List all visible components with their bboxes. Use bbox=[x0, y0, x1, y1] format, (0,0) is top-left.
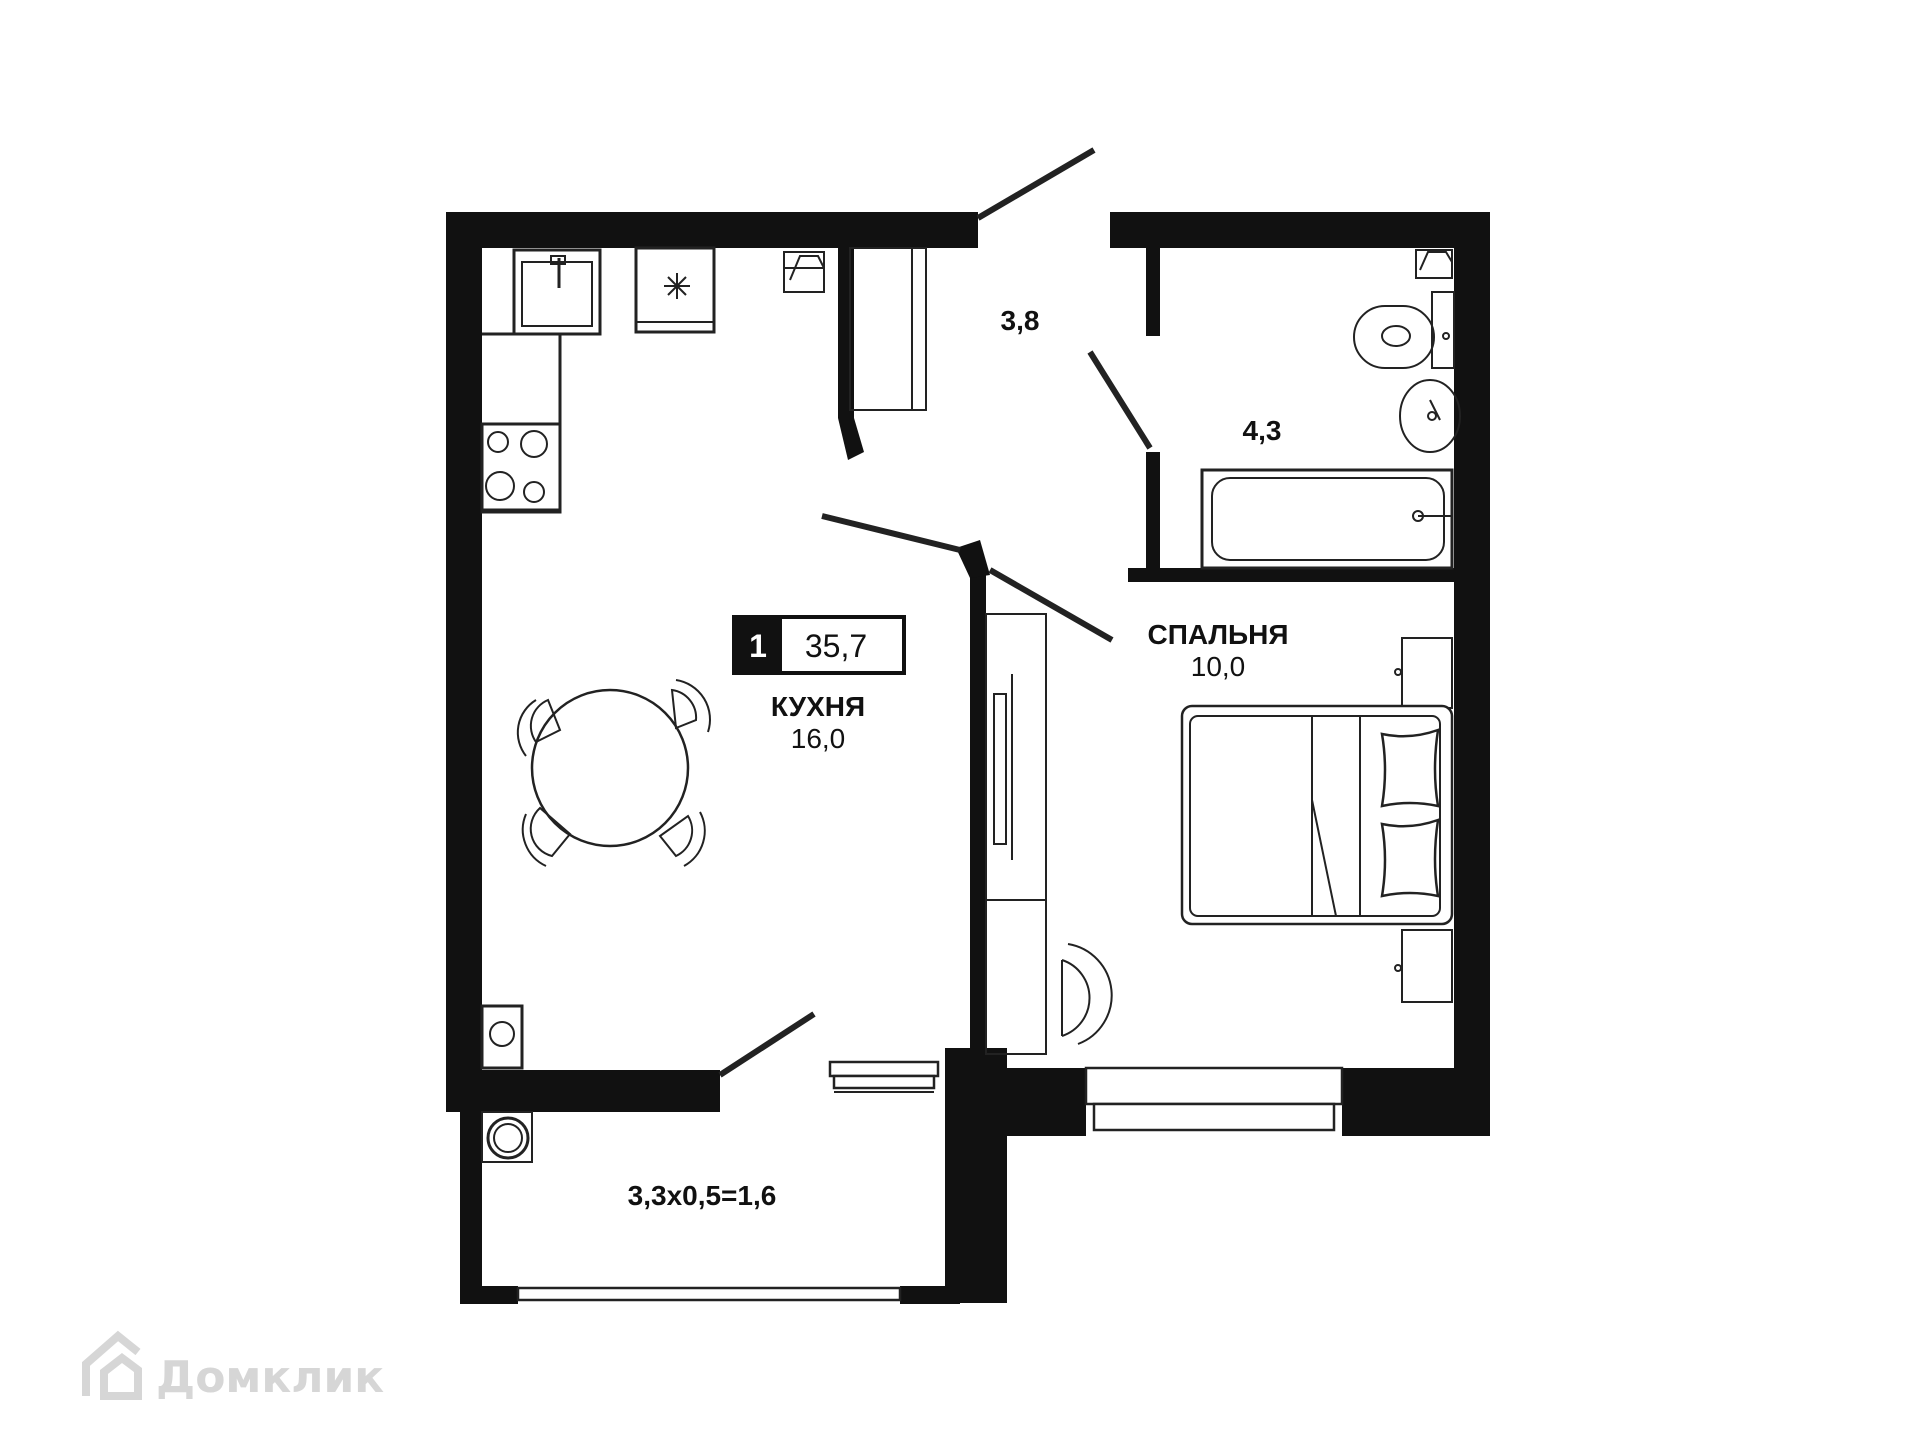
watermark: Домклик bbox=[82, 1330, 384, 1403]
stove bbox=[480, 422, 562, 514]
bedroom-name: СПАЛЬНЯ bbox=[1147, 619, 1288, 650]
balcony-door bbox=[718, 1011, 816, 1078]
rooms-count: 1 bbox=[749, 628, 767, 664]
balcony-appliance bbox=[486, 1116, 530, 1160]
kitchen-name: КУХНЯ bbox=[771, 691, 865, 722]
kitchen-area: 16,0 bbox=[791, 723, 846, 754]
windows bbox=[516, 1060, 1344, 1302]
sink bbox=[521, 261, 593, 327]
bathtub bbox=[1200, 468, 1454, 570]
snowflake-icon bbox=[664, 273, 690, 299]
washbasin bbox=[1399, 379, 1461, 453]
pillow bbox=[1380, 818, 1440, 898]
kitchen-furniture bbox=[480, 246, 927, 1070]
doors bbox=[718, 147, 1153, 1078]
room-labels: 3,8 4,3 1 35,7 КУХНЯ 16,0 СПАЛЬНЯ 10,0 3… bbox=[628, 305, 1289, 1211]
bathroom-furniture bbox=[1200, 249, 1461, 570]
bathroom-door bbox=[1087, 350, 1153, 450]
dining-table bbox=[530, 688, 690, 848]
hall-area: 3,8 bbox=[1001, 305, 1040, 336]
washing-machine bbox=[480, 1004, 524, 1070]
walls bbox=[446, 212, 1490, 1304]
chairs bbox=[516, 679, 711, 867]
bedroom-furniture bbox=[985, 613, 1454, 1055]
fridge bbox=[634, 246, 716, 334]
house-logo-icon bbox=[82, 1330, 142, 1400]
pillow bbox=[1380, 728, 1440, 808]
watermark-text: Домклик bbox=[156, 1352, 384, 1403]
bathroom-area: 4,3 bbox=[1243, 415, 1282, 446]
kitchen-door bbox=[821, 513, 961, 553]
entrance-door bbox=[976, 147, 1096, 221]
bedroom-area: 10,0 bbox=[1191, 651, 1246, 682]
balcony-furniture bbox=[481, 1111, 533, 1163]
balcony-area: 3,3х0,5=1,6 bbox=[628, 1180, 777, 1211]
toilet bbox=[1353, 305, 1435, 369]
bedroom-door bbox=[988, 567, 1114, 643]
apartment-badge: 1 35,7 bbox=[732, 615, 906, 675]
total-area: 35,7 bbox=[805, 628, 867, 664]
